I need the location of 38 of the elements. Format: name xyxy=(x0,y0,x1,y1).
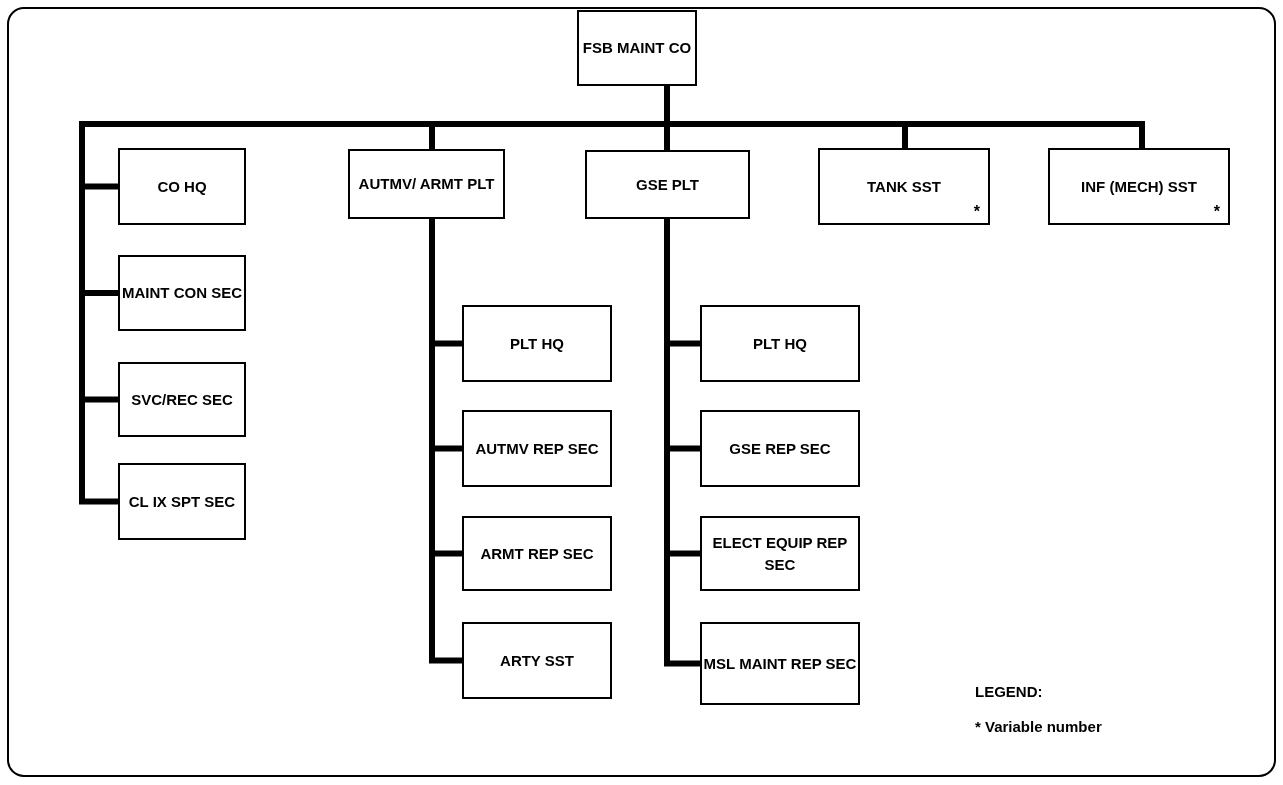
unit-name: ELECT EQUIP REP SEC xyxy=(711,532,849,575)
unit-box xyxy=(118,148,246,225)
unit-box xyxy=(462,622,612,699)
unit-name: CO HQ xyxy=(157,176,207,197)
unit-box xyxy=(462,410,612,487)
unit-name: MAINT CON SEC xyxy=(122,283,242,303)
unit-name: FSB MAINT CO xyxy=(582,38,692,58)
unit-box xyxy=(118,463,246,540)
unit-name: GSE PLT xyxy=(635,174,700,195)
unit-box xyxy=(700,305,860,382)
unit-box xyxy=(577,10,697,86)
unit-box xyxy=(118,362,246,437)
unit-name: TANK SST xyxy=(867,176,941,197)
footnote-mark: * xyxy=(1213,203,1220,221)
unit-name: PLT HQ xyxy=(753,333,807,354)
unit-name: ARTY SST xyxy=(500,650,574,671)
unit-name: CL IX SPT SEC xyxy=(128,491,236,512)
legend-entry: * Variable number xyxy=(975,718,1102,735)
unit-name: AUTMV/ ARMT PLT xyxy=(358,174,495,194)
unit-box xyxy=(1048,148,1230,225)
unit-box xyxy=(700,516,860,591)
unit-box xyxy=(462,305,612,382)
unit-name: INF (MECH) SST xyxy=(1081,176,1197,197)
unit-name: AUTMV REP SEC xyxy=(475,438,599,459)
unit-name: ARMT REP SEC xyxy=(480,543,594,564)
unit-box xyxy=(818,148,990,225)
unit-box xyxy=(585,150,750,219)
unit-box xyxy=(348,149,505,219)
unit-name: PLT HQ xyxy=(510,333,564,354)
unit-name: SVC/REC SEC xyxy=(131,389,233,410)
unit-box xyxy=(462,516,612,591)
unit-box xyxy=(118,255,246,331)
legend-heading: LEGEND: xyxy=(975,683,1043,700)
unit-box xyxy=(700,410,860,487)
unit-name: GSE REP SEC xyxy=(729,438,831,459)
unit-box xyxy=(700,622,860,705)
footnote-mark: * xyxy=(973,203,980,221)
unit-name: MSL MAINT REP SEC xyxy=(703,653,857,674)
